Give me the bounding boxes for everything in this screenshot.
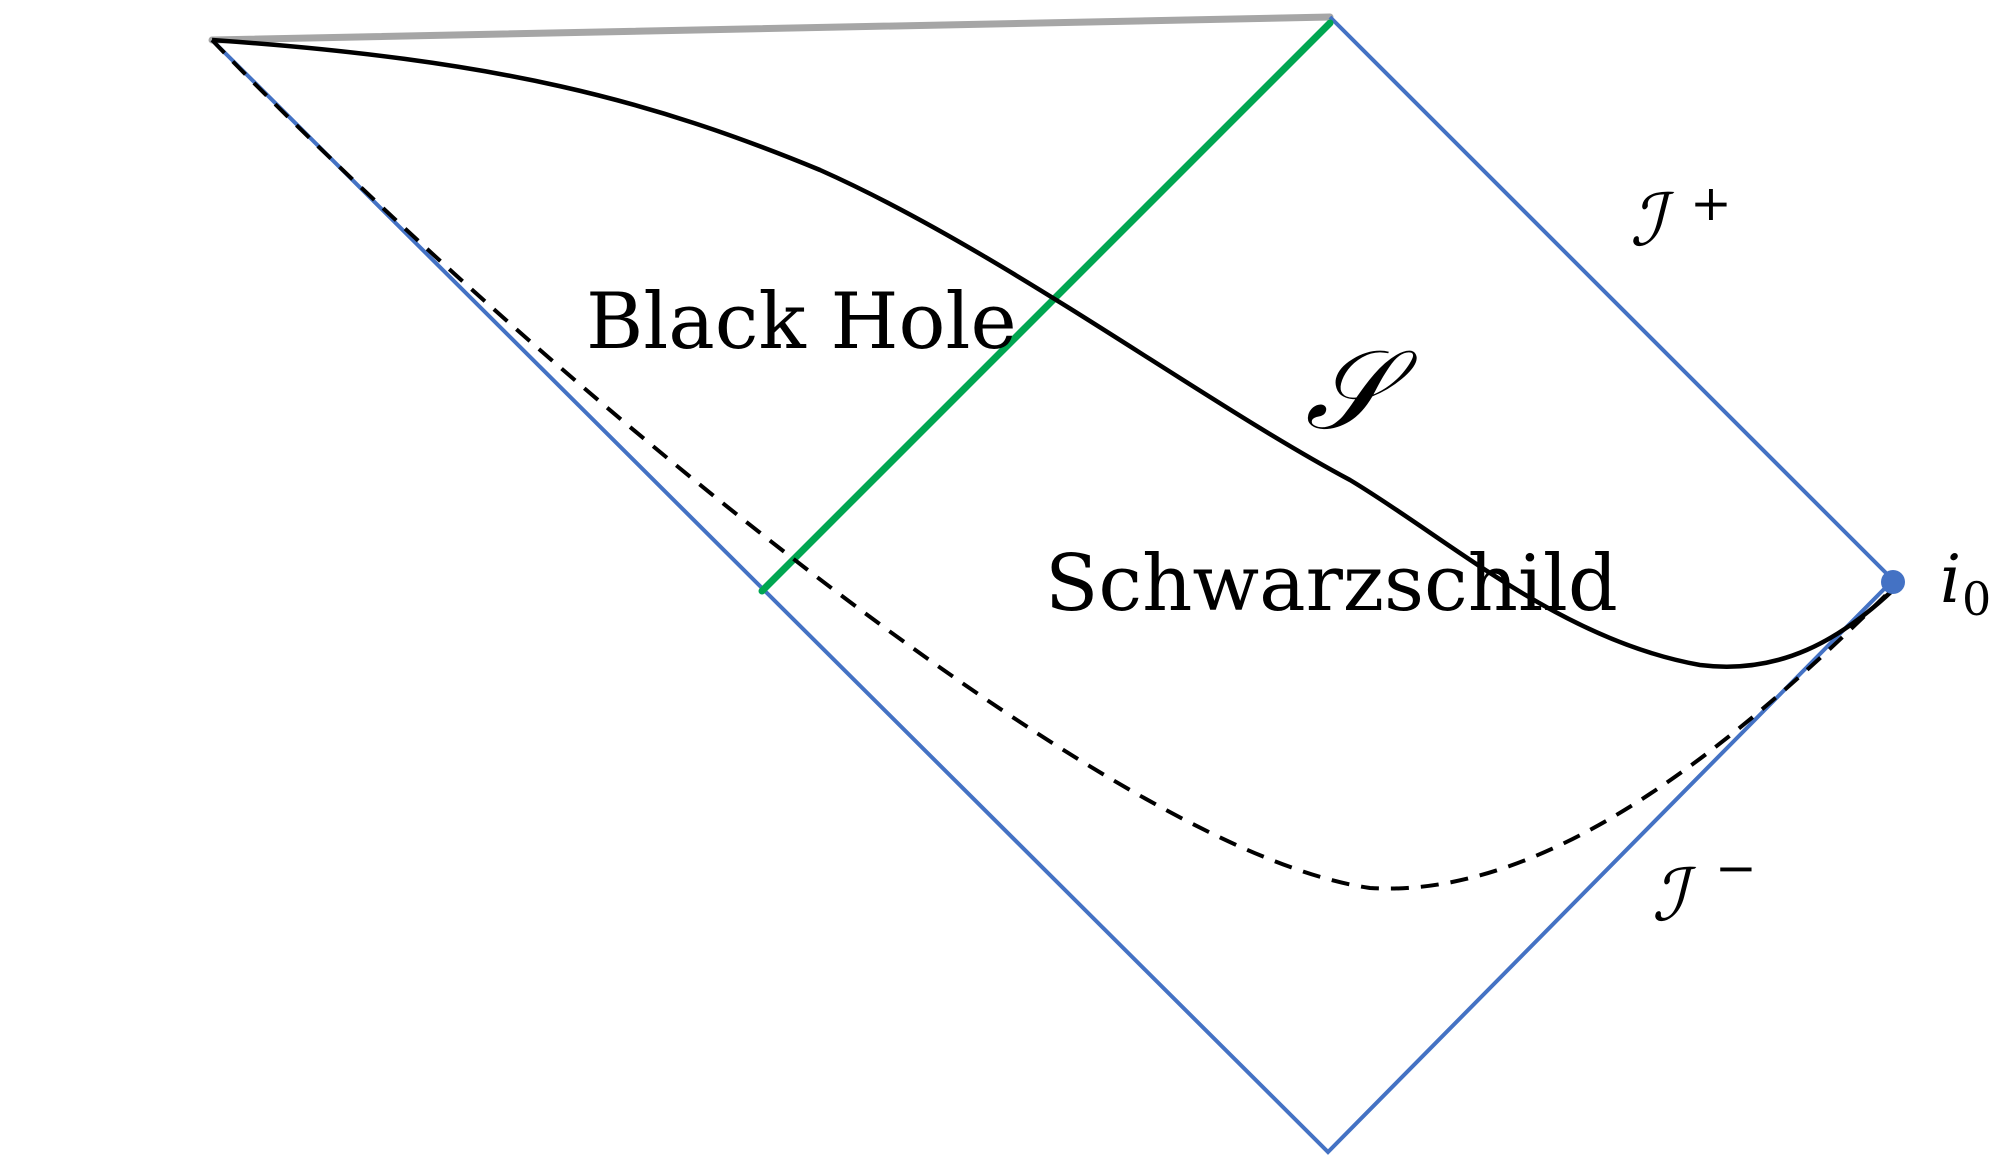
singularity-line [208, 13, 1334, 44]
scri-minus-label: ℐ [1652, 853, 1697, 937]
scri-plus-superscript: + [1690, 174, 1732, 232]
spatial-infinity-subscript: 0 [1962, 572, 1991, 626]
solid-slice-curve [211, 37, 1895, 669]
event-horizon-line [758, 19, 1334, 595]
slice-label: 𝒮 [1305, 326, 1418, 454]
scri-minus-superscript: − [1715, 839, 1757, 897]
scri-plus-label: ℐ [1630, 178, 1675, 262]
black-hole-label: Black Hole [586, 277, 1017, 367]
spatial-infinity-label: i [1940, 541, 1961, 618]
spatial-infinity-dot [1881, 570, 1905, 594]
dashed-slice-curve [210, 38, 1895, 891]
schwarzschild-label: Schwarzschild [1045, 539, 1618, 629]
diagram-boundary [210, 15, 1896, 1155]
